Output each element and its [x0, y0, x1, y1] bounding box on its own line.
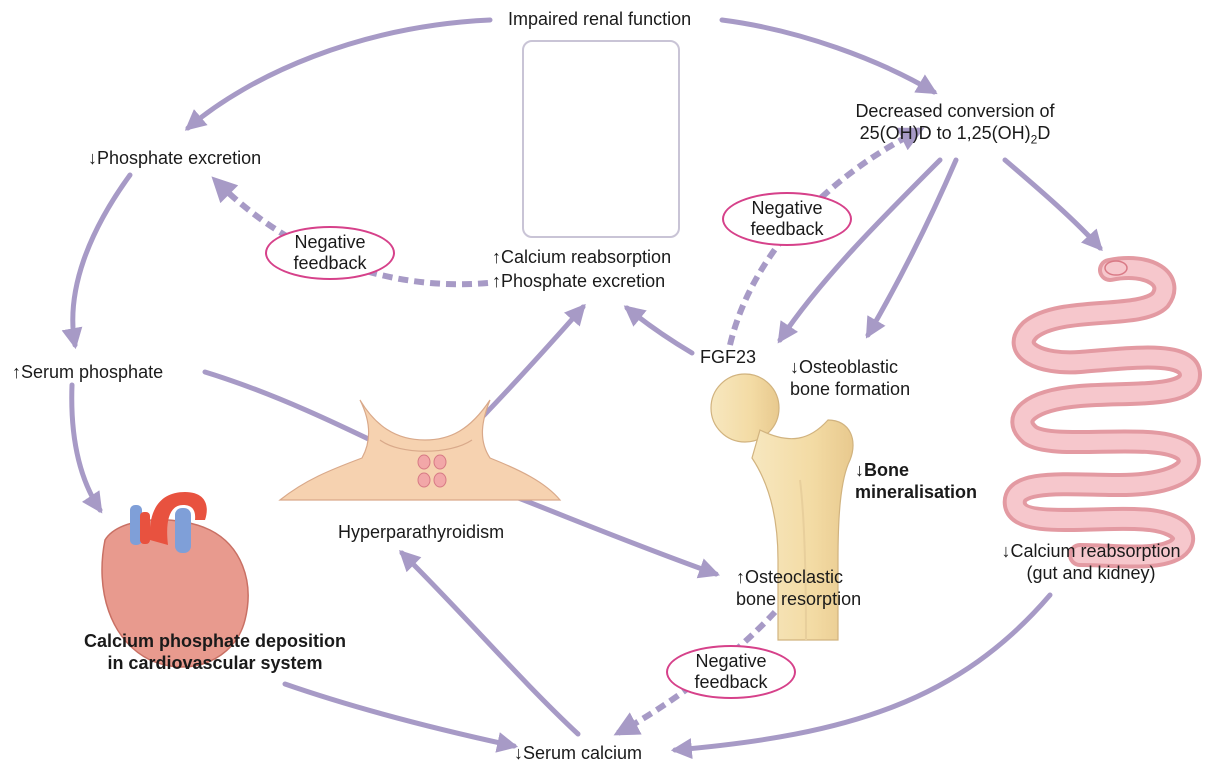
label-conversion-d: D [1037, 123, 1050, 143]
label-fgf23: FGF23 [700, 346, 756, 368]
label-osteoclastic-bone-resorption: ↑Osteoclastic bone resorption [736, 566, 861, 610]
label-impaired-renal-function: Impaired renal function [508, 8, 691, 30]
arrow-renal-to-phosphate-excretion [188, 20, 490, 128]
arrow-phosphate-excretion-to-serum-phosphate [73, 175, 130, 345]
label-bone-mineralisation-line1: ↓Bone [855, 459, 977, 481]
label-serum-phosphate-increased: ↑Serum phosphate [12, 361, 163, 383]
label-decreased-conversion-line1: Decreased conversion of [840, 100, 1070, 122]
label-osteoclastic-line1: ↑Osteoclastic [736, 566, 861, 588]
negative-feedback-line2: feedback [694, 672, 767, 693]
label-osteoblastic-line2: bone formation [790, 378, 910, 400]
arrow-deposition-to-serum-calcium [285, 684, 514, 746]
negative-feedback-line1: Negative [294, 232, 365, 253]
label-osteoblastic-line1: ↓Osteoblastic [790, 356, 910, 378]
negative-feedback-oval-osteoclastic: Negative feedback [666, 645, 796, 699]
label-deposition-line1: Calcium phosphate deposition [50, 630, 380, 652]
label-hyperparathyroidism: Hyperparathyroidism [338, 521, 504, 543]
negative-feedback-line1: Negative [751, 198, 822, 219]
arrow-renal-to-decreased-conversion [722, 20, 934, 92]
arrow-conversion-to-gut [1005, 160, 1100, 248]
label-serum-calcium-decreased: ↓Serum calcium [514, 742, 642, 764]
label-osteoclastic-line2: bone resorption [736, 588, 861, 610]
label-osteoblastic-bone-formation: ↓Osteoblastic bone formation [790, 356, 910, 400]
label-calcium-reabsorption-line2: (gut and kidney) [980, 562, 1202, 584]
label-bone-word: Bone [864, 460, 909, 480]
arrow-serum-phosphate-to-deposition [72, 385, 100, 510]
label-phosphate-excretion-increased: ↑Phosphate excretion [492, 270, 665, 292]
negative-feedback-line2: feedback [750, 219, 823, 240]
label-calcium-reabsorption-decreased: ↓Calcium reabsorption (gut and kidney) [980, 540, 1202, 584]
negative-feedback-oval-fgf23: Negative feedback [722, 192, 852, 246]
label-decreased-conversion-line2: 25(OH)D to 1,25(OH)2D [840, 122, 1070, 144]
label-phosphate-excretion-decreased: ↓Phosphate excretion [88, 147, 261, 169]
negative-feedback-line1: Negative [695, 651, 766, 672]
intestine-illustration [1015, 261, 1190, 557]
label-calcium-reabsorption-increased: ↑Calcium reabsorption [492, 246, 671, 268]
label-deposition-line2: in cardiovascular system [50, 652, 380, 674]
label-calcium-phosphate-deposition: Calcium phosphate deposition in cardiova… [50, 630, 380, 674]
arrow-fgf23-to-kidney [627, 308, 692, 353]
arrow-serum-calcium-to-hyperparathyroidism [402, 553, 578, 734]
label-bone-arrow: ↓ [855, 460, 864, 480]
label-calcium-reabsorption-line1: ↓Calcium reabsorption [980, 540, 1202, 562]
label-decreased-conversion: Decreased conversion of 25(OH)D to 1,25(… [840, 100, 1070, 144]
label-conversion-text: 25(OH)D to 1,25(OH) [860, 123, 1031, 143]
kidney-image-frame [522, 40, 680, 238]
negative-feedback-line2: feedback [293, 253, 366, 274]
label-bone-mineralisation-line2: mineralisation [855, 481, 977, 503]
negative-feedback-oval-kidney: Negative feedback [265, 226, 395, 280]
label-bone-mineralisation: ↓Bone mineralisation [855, 459, 977, 503]
